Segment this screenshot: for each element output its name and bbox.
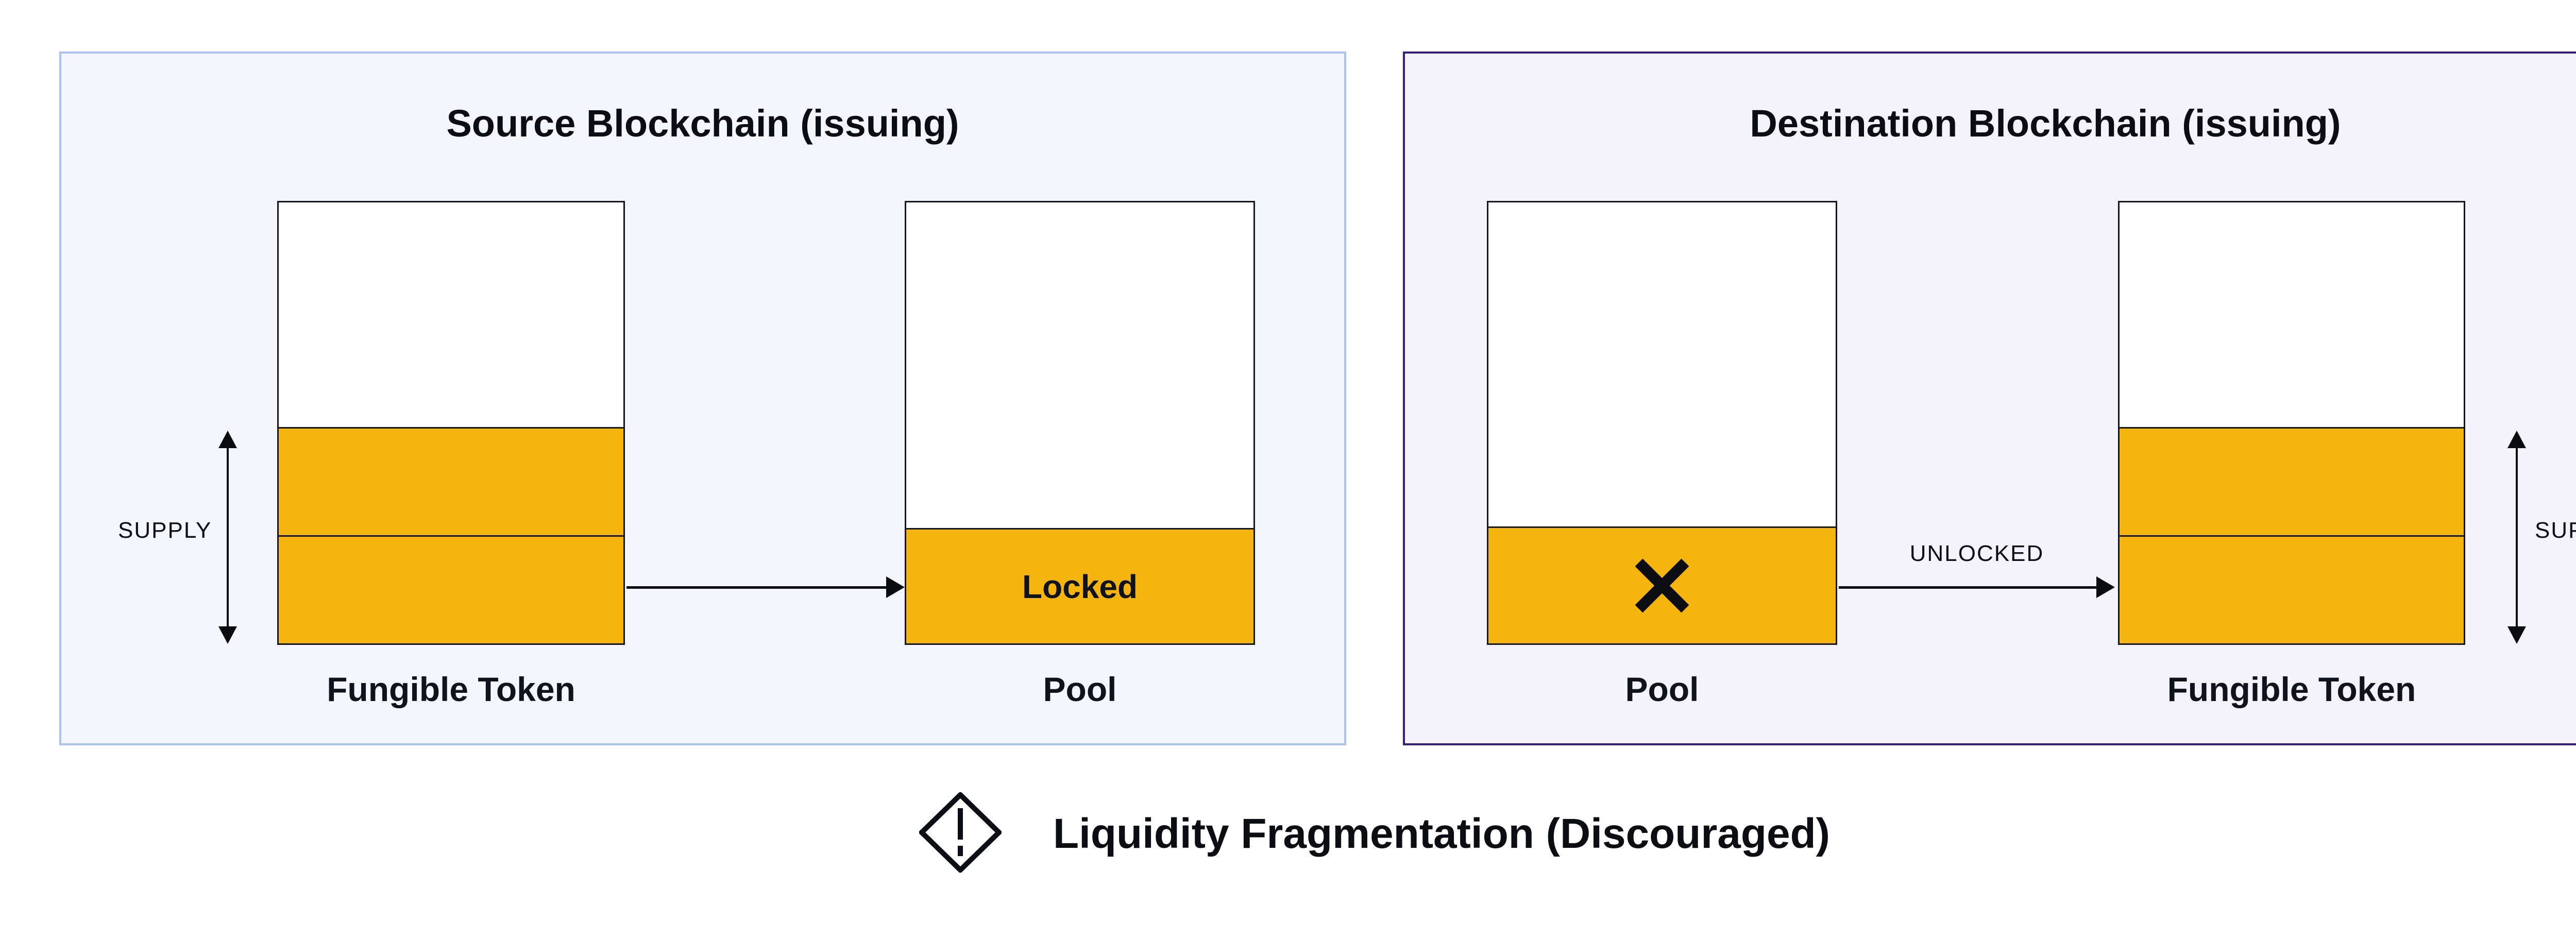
segment-divider-line xyxy=(279,535,623,537)
source-fungible-token-bar xyxy=(277,201,625,645)
caption-text: Liquidity Fragmentation (Discouraged) xyxy=(1053,810,1830,857)
source-supply-range-arrow xyxy=(218,431,237,644)
caption: Liquidity Fragmentation (Discouraged) xyxy=(0,791,2576,875)
source-supply-filled-segments xyxy=(279,427,623,643)
destination-supply-range-arrow xyxy=(2507,431,2526,644)
locked-label: Locked xyxy=(1022,568,1138,605)
source-pool-label: Pool xyxy=(1043,670,1117,708)
source-blockchain-panel: Source Blockchain (issuing) Locked SUPPL… xyxy=(59,52,1346,745)
destination-fungible-token-bar xyxy=(2118,201,2465,645)
source-supply-label: SUPPLY xyxy=(118,518,212,543)
source-pool-locked-segment: Locked xyxy=(906,528,1253,643)
source-fungible-token-label: Fungible Token xyxy=(327,670,575,708)
destination-blockchain-panel: Destination Blockchain (issuing) UNLOCKE… xyxy=(1403,52,2576,745)
destination-transfer-arrow-line xyxy=(1839,586,2097,589)
destination-pool-segment xyxy=(1488,526,1836,643)
unlocked-label: UNLOCKED xyxy=(1909,541,2044,566)
arrow-down-icon xyxy=(218,626,237,644)
destination-fungible-token-label: Fungible Token xyxy=(2167,670,2416,708)
source-transfer-arrow-head xyxy=(886,576,905,598)
destination-panel-title: Destination Blockchain (issuing) xyxy=(1750,102,2341,145)
source-pool-bar: Locked xyxy=(905,201,1255,645)
destination-pool-bar xyxy=(1487,201,1837,645)
source-transfer-arrow-line xyxy=(626,586,887,589)
arrow-down-icon xyxy=(2507,626,2526,644)
source-panel-title: Source Blockchain (issuing) xyxy=(446,102,959,145)
segment-divider-line xyxy=(2120,535,2464,537)
destination-pool-label: Pool xyxy=(1625,670,1699,708)
destination-supply-filled-segments xyxy=(2120,427,2464,643)
x-icon xyxy=(1488,528,1836,643)
arrow-shaft xyxy=(2516,445,2518,629)
destination-transfer-arrow-head xyxy=(2096,576,2115,598)
warning-diamond-icon xyxy=(918,791,1003,875)
destination-supply-label: SUPPLY xyxy=(2535,518,2576,543)
arrow-shaft xyxy=(227,445,229,629)
